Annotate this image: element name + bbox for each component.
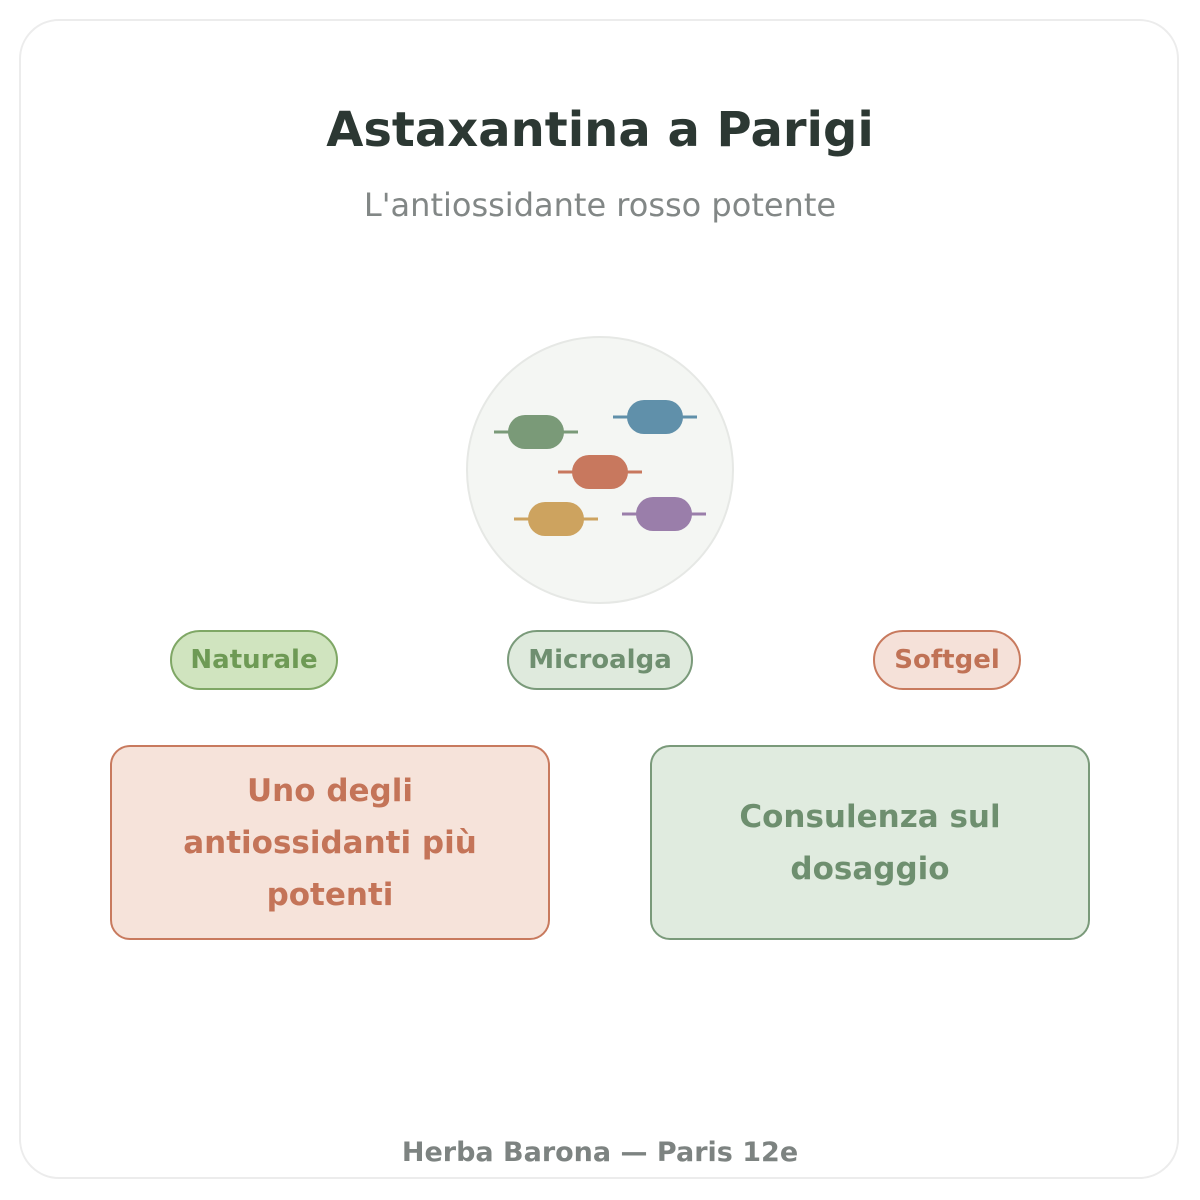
capsule-green bbox=[494, 415, 578, 449]
tag-naturale: Naturale bbox=[170, 630, 338, 690]
feature-box-dosage: Consulenza sul dosaggio bbox=[650, 745, 1090, 940]
capsule-blue bbox=[613, 400, 697, 434]
capsule-purple bbox=[622, 497, 706, 531]
feature-box-antioxidant: Uno degli antiossidanti più potenti bbox=[110, 745, 550, 940]
footer-text: Herba Barona — Paris 12e bbox=[401, 1137, 799, 1168]
page-title: Astaxantina a Parigi bbox=[326, 102, 874, 158]
tag-softgel: Softgel bbox=[873, 630, 1021, 690]
page-subtitle: L'antiossidante rosso potente bbox=[363, 186, 837, 224]
tag-microalga: Microalga bbox=[507, 630, 693, 690]
capsule-red bbox=[558, 455, 642, 489]
capsule-yellow bbox=[514, 502, 598, 536]
feature-text-dosage: Consulenza sul dosaggio bbox=[739, 798, 1001, 887]
feature-text-antioxidant: Uno degli antiossidanti più potenti bbox=[183, 772, 477, 913]
capsules-icon bbox=[466, 336, 734, 604]
